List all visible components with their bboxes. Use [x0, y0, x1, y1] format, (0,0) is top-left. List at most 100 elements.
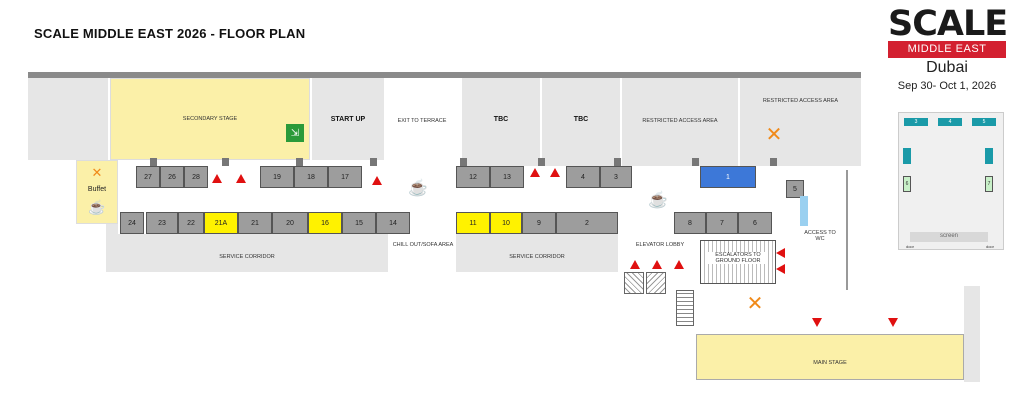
arrow-up-icon [652, 260, 662, 269]
service-corridor-label-2: SERVICE CORRIDOR [509, 254, 565, 260]
secondary-stage-label: SECONDARY STAGE [182, 116, 238, 122]
pillar [538, 158, 545, 166]
cutlery-icon: ✕ [765, 123, 783, 146]
arrow-left-icon [776, 264, 785, 274]
pillar [296, 158, 303, 166]
coffee-icon: ☕ [408, 180, 428, 197]
event-dates: Sep 30- Oct 1, 2026 [897, 80, 997, 92]
arrow-up-icon [530, 168, 540, 177]
inset-side-right [985, 148, 993, 164]
booth-26[interactable]: 26 [160, 166, 184, 188]
exit-terrace-label: EXIT TO TERRACE [397, 118, 447, 124]
elevator-lobby-label: ELEVATOR LOBBY [635, 242, 685, 248]
booth-11[interactable]: 11 [456, 212, 490, 234]
arrow-up-icon [372, 176, 382, 185]
tbc-room-2 [542, 78, 620, 166]
stairs [676, 290, 694, 326]
restricted-area-2 [740, 78, 861, 118]
pillar [770, 158, 777, 166]
buffet-label: Buffet [87, 186, 107, 193]
exit-sign-icon: ⇲ [286, 124, 304, 142]
right-block [806, 118, 861, 166]
booth-2[interactable]: 2 [556, 212, 618, 234]
service-corridor-1 [106, 234, 388, 272]
event-city: Dubai [926, 59, 968, 76]
secondary-stage [110, 78, 310, 160]
booth-10[interactable]: 10 [490, 212, 522, 234]
booth-18[interactable]: 18 [294, 166, 328, 188]
booth-7[interactable]: 7 [706, 212, 738, 234]
inset-door-right: door [985, 244, 994, 249]
booth-23[interactable]: 23 [146, 212, 178, 234]
booth-3[interactable]: 3 [600, 166, 632, 188]
booth-20[interactable]: 20 [272, 212, 308, 234]
booth-9[interactable]: 9 [522, 212, 556, 234]
booth-13[interactable]: 13 [490, 166, 524, 188]
logo-bar: MIDDLE EAST [888, 41, 1006, 58]
pillar [614, 158, 621, 166]
service-corridor-2 [456, 234, 618, 272]
access-wc-label: ACCESS TO WC [804, 230, 836, 242]
booth-1[interactable]: 1 [700, 166, 756, 188]
booth-28[interactable]: 28 [184, 166, 208, 188]
start-up-label: START UP [330, 116, 366, 123]
pillar [370, 158, 377, 166]
inset-door-left: door [905, 244, 914, 249]
booth-21a[interactable]: 21A [204, 212, 238, 234]
buffet-area [76, 160, 118, 224]
booth-22[interactable]: 22 [178, 212, 204, 234]
booth-8[interactable]: 8 [674, 212, 706, 234]
cutlery-icon: ✕ [746, 292, 764, 315]
wc-access-strip [800, 196, 808, 226]
inset-booth-4: 4 [938, 118, 962, 126]
arrow-up-icon [236, 174, 246, 183]
cutlery-icon: ✕ [91, 165, 103, 180]
booth-15[interactable]: 15 [342, 212, 376, 234]
top-wall [28, 72, 861, 78]
booth-24[interactable]: 24 [120, 212, 144, 234]
booth-12[interactable]: 12 [456, 166, 490, 188]
arrow-left-icon [776, 248, 785, 258]
inset-booth-3: 3 [904, 118, 928, 126]
pillar [150, 158, 157, 166]
booth-17[interactable]: 17 [328, 166, 362, 188]
pillar [692, 158, 699, 166]
inset-screen-label: screen [939, 233, 958, 239]
booth-4[interactable]: 4 [566, 166, 600, 188]
booth-14[interactable]: 14 [376, 212, 410, 234]
coffee-icon: ☕ [88, 198, 106, 215]
tbc-label-1: TBC [493, 116, 509, 123]
booth-27[interactable]: 27 [136, 166, 160, 188]
booth-6[interactable]: 6 [738, 212, 772, 234]
booth-16[interactable]: 16 [308, 212, 342, 234]
left-room [28, 78, 108, 160]
right-wall [846, 170, 848, 290]
arrow-down-icon [888, 318, 898, 327]
arrow-up-icon [212, 174, 222, 183]
elevator-2 [646, 272, 666, 294]
inset-booth-6: 6 [903, 176, 911, 192]
booth-21[interactable]: 21 [238, 212, 272, 234]
restricted-area-1 [622, 78, 738, 166]
restricted-label-2: RESTRICTED ACCESS AREA [762, 98, 839, 104]
main-stage [696, 334, 964, 380]
coffee-icon: ☕ [648, 192, 668, 209]
booth-5[interactable]: 5 [786, 180, 804, 198]
inset-booth-5: 5 [972, 118, 996, 126]
scale-logo: SCALE [888, 4, 1008, 44]
page-title: SCALE MIDDLE EAST 2026 - FLOOR PLAN [34, 26, 306, 41]
elevator-1 [624, 272, 644, 294]
arrow-up-icon [550, 168, 560, 177]
pillar [222, 158, 229, 166]
inset-side-left [903, 148, 911, 164]
main-stage-label: MAIN STAGE [813, 360, 847, 366]
arrow-up-icon [674, 260, 684, 269]
main-stage-side [964, 286, 980, 382]
inset-screen [910, 232, 988, 242]
start-up-room [312, 78, 384, 160]
tbc-label-2: TBC [573, 116, 589, 123]
escalators-label: ESCALATORS TO GROUND FLOOR [708, 252, 768, 264]
chill-out-label: CHILL OUT/SOFA AREA [392, 242, 454, 248]
booth-19[interactable]: 19 [260, 166, 294, 188]
pillar [460, 158, 467, 166]
